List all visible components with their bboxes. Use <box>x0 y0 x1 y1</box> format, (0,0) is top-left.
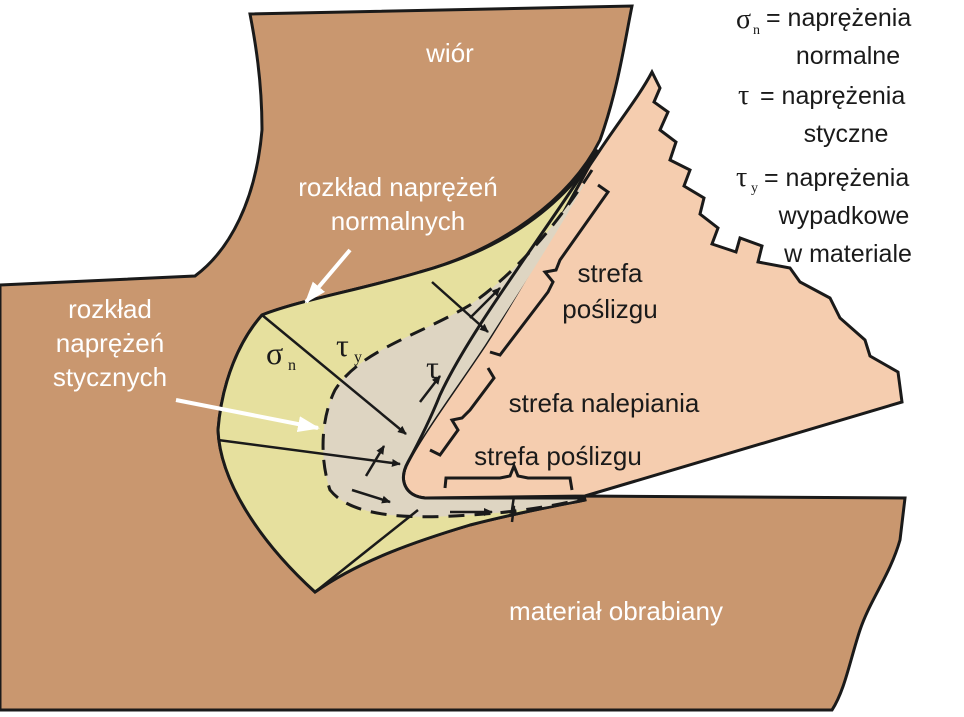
slip-zone-rake-label-line1: strefa <box>577 258 643 288</box>
tau-y-subscript: y <box>354 349 362 366</box>
sigma-glyph: σ <box>266 335 283 371</box>
stick-zone-label: strefa nalepiania <box>509 388 700 418</box>
normal-dist-label-line2: normalnych <box>331 206 465 236</box>
legend-line1: = naprężenia <box>766 4 911 32</box>
shear-dist-label-line3: stycznych <box>53 362 167 392</box>
legend-sigma-subscript: n <box>753 23 760 38</box>
legend-line5: = naprężenia <box>764 164 909 192</box>
normal-dist-pointer <box>304 248 352 304</box>
legend-line4: styczne <box>804 120 889 148</box>
tau-y-symbol: τ y <box>336 327 362 366</box>
tau-y-glyph: τ <box>336 327 349 363</box>
tau-arrow-6 <box>509 505 517 523</box>
slip-zone-flank-bracket <box>443 461 574 491</box>
legend-tau-y-subscript: y <box>751 181 758 196</box>
tool-edge <box>402 149 600 500</box>
tau-arrow-1 <box>469 287 501 319</box>
shear-dist-label-line1: rozkład <box>68 294 152 324</box>
sigma-subscript: n <box>288 357 296 374</box>
sigma-line-3 <box>314 509 419 593</box>
sigma-line-4 <box>431 281 489 333</box>
slip-zone-rake-bracket <box>489 183 611 357</box>
workpiece-label: materiał obrabiany <box>509 596 723 626</box>
tau-glyph: τ <box>426 349 439 385</box>
tau-symbol: τ <box>426 349 439 385</box>
legend-line3: = naprężenia <box>760 82 905 110</box>
slip-zone-flank-label: strefa poślizgu <box>474 441 642 471</box>
normal-stress-lines <box>217 281 516 593</box>
shear-dist-label-line2: naprężeń <box>56 328 164 358</box>
shear-stress-boundary <box>321 169 594 519</box>
legend-tau-glyph: τ <box>738 80 749 111</box>
tau-arrow-4 <box>351 488 391 504</box>
sigma-line-2 <box>217 438 401 467</box>
tau-arrow-3 <box>364 445 386 477</box>
legend-line7: w materiale <box>783 240 912 268</box>
shear-dist-pointer <box>175 398 320 432</box>
chip-label: wiór <box>425 38 474 68</box>
tau-arrow-2 <box>419 375 441 403</box>
legend: σ n = naprężenia normalne τ = naprężenia… <box>736 4 912 268</box>
legend-tau-y-glyph: τ <box>736 162 747 193</box>
legend-sigma-glyph: σ <box>736 4 751 35</box>
shear-stress-region <box>323 170 592 517</box>
sigma-line-1 <box>261 314 407 435</box>
legend-line2: normalne <box>796 42 900 70</box>
legend-line6: wypadkowe <box>778 202 910 230</box>
normal-dist-label-line1: rozkład naprężeń <box>298 172 497 202</box>
stick-zone-bracket <box>429 367 496 457</box>
slip-zone-rake-label-line2: poślizgu <box>562 294 657 324</box>
shear-stress-arrows <box>351 287 517 523</box>
sigma-n-symbol: σ n <box>266 335 296 374</box>
